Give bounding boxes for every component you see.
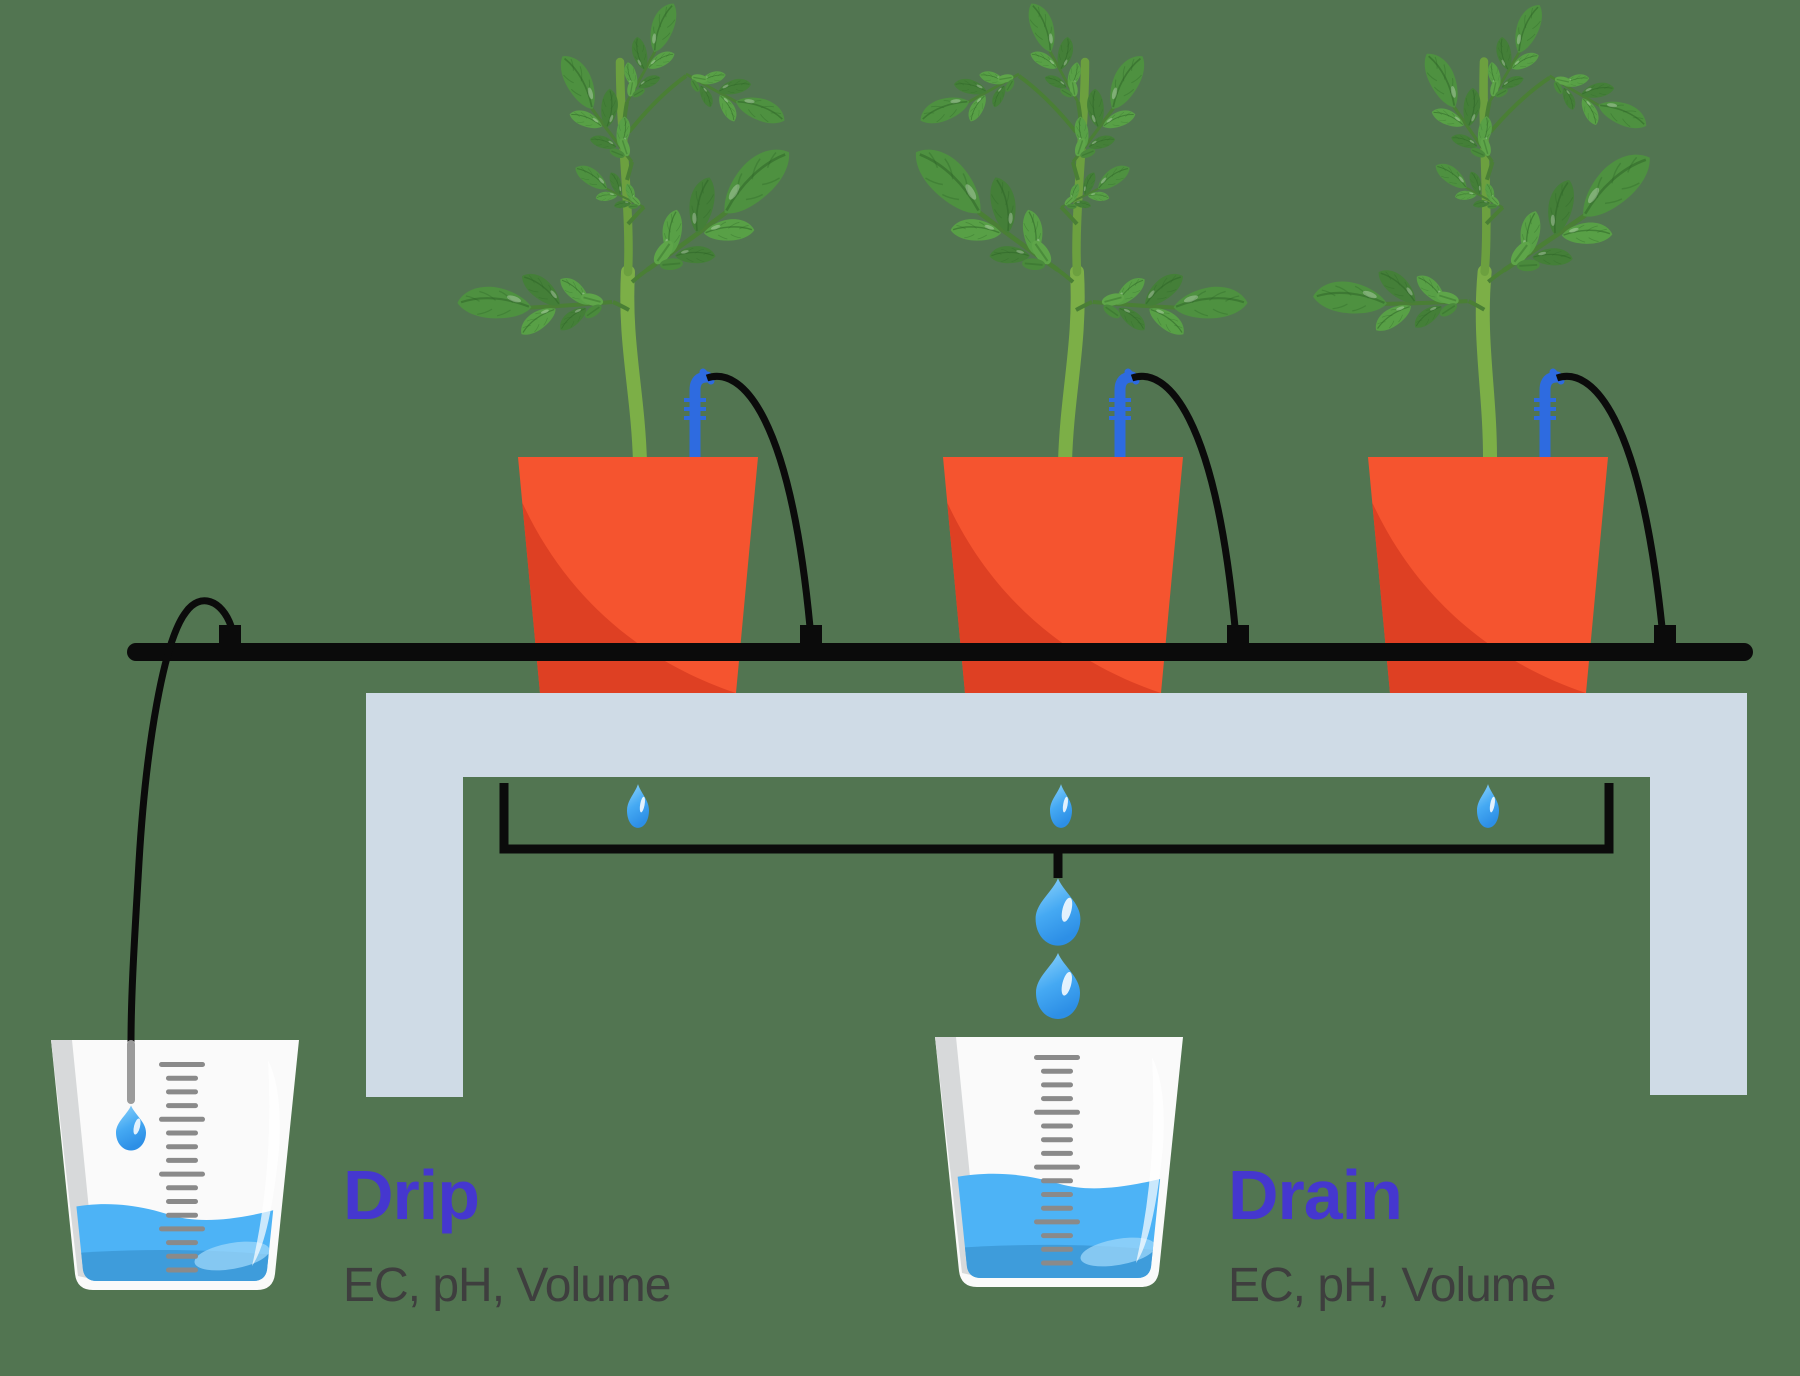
scale-tick — [166, 1185, 198, 1191]
water-drop-under-pot-3 — [1477, 784, 1499, 828]
tomato-plant-1 — [450, 0, 824, 462]
scale-tick — [159, 1171, 205, 1177]
drip-cup-water — [60, 1060, 290, 1281]
tube-connector-2 — [1227, 625, 1249, 645]
dripper-stake-3 — [1534, 372, 1561, 462]
scale-tick — [166, 1253, 198, 1259]
scale-tick — [1041, 1246, 1073, 1252]
scale-tick — [159, 1062, 205, 1067]
scale-tick — [166, 1157, 198, 1163]
scale-tick — [1041, 1178, 1073, 1184]
tube-connector-3 — [1654, 625, 1676, 645]
scale-tick — [166, 1267, 198, 1273]
scale-tick — [159, 1226, 205, 1232]
tube-connector-drip-sample — [219, 625, 241, 645]
scale-tick — [1041, 1150, 1073, 1156]
drip-tube-3 — [1555, 372, 1666, 628]
scale-tick — [166, 1075, 198, 1081]
scale-tick — [1041, 1192, 1073, 1197]
scale-tick — [1034, 1164, 1080, 1170]
drip-measuring-cup — [51, 1040, 299, 1290]
scale-tick — [1034, 1109, 1080, 1115]
drip-sample-tube — [127, 597, 235, 1045]
scale-tick — [166, 1240, 198, 1246]
table — [366, 693, 1747, 1097]
water-drop-under-pot-1 — [627, 784, 649, 828]
scale-tick — [1041, 1260, 1073, 1266]
scale-tick — [1034, 1055, 1080, 1060]
drain-water-drop-2 — [1036, 953, 1080, 1019]
drain-measuring-cup — [935, 1037, 1183, 1287]
scale-tick — [166, 1089, 198, 1095]
scale-tick — [1034, 1219, 1080, 1225]
drip-supply-line — [127, 643, 1753, 661]
scale-tick — [1041, 1233, 1073, 1239]
scale-tick — [1041, 1123, 1073, 1129]
dripper-stake-2 — [1109, 372, 1136, 462]
tomato-plant-3 — [1300, 0, 1690, 468]
scale-tick — [1041, 1082, 1073, 1088]
drain-cup-scale — [1034, 1055, 1080, 1266]
drip-cup-scale — [159, 1062, 205, 1273]
table-leg-left — [366, 775, 463, 1097]
scale-tick — [166, 1199, 198, 1204]
dripper-stake-1 — [684, 372, 711, 462]
drip-tube-2 — [1130, 372, 1239, 628]
scale-tick — [166, 1103, 198, 1109]
table-leg-right — [1650, 775, 1747, 1095]
scale-tick — [166, 1212, 198, 1218]
scale-tick — [1041, 1096, 1073, 1102]
drip-tube-1 — [705, 372, 814, 628]
scale-tick — [166, 1144, 198, 1150]
water-drop-under-pot-2 — [1050, 784, 1072, 828]
tube-connector-1 — [800, 625, 822, 645]
tomato-plant-2 — [882, 0, 1256, 462]
scale-tick — [166, 1130, 198, 1136]
drain-water-drop-1 — [1035, 878, 1081, 946]
scale-tick — [159, 1116, 205, 1122]
scale-tick — [1041, 1068, 1073, 1074]
scale-tick — [1041, 1137, 1073, 1143]
table-top — [366, 693, 1747, 777]
scale-tick — [1041, 1205, 1073, 1211]
